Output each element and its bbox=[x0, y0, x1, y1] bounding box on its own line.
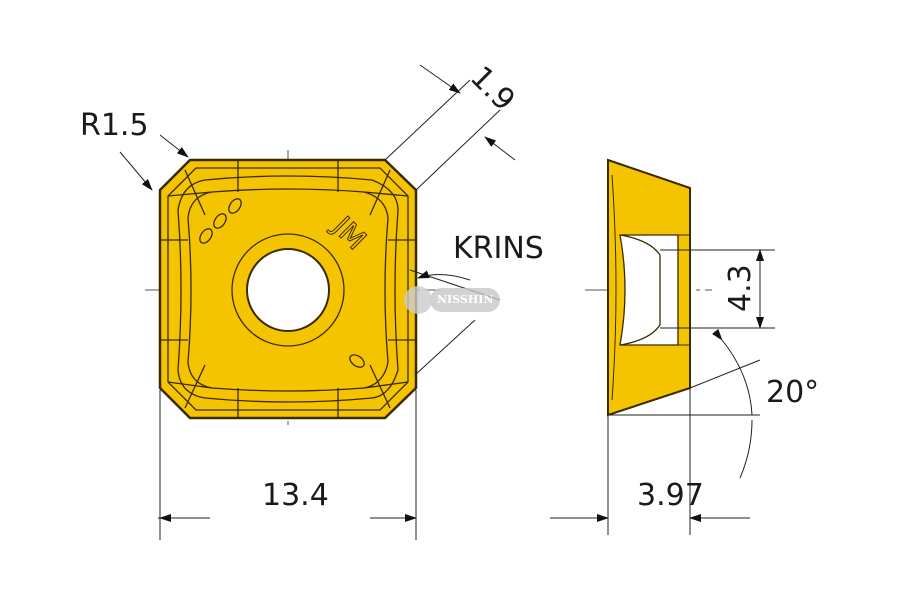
hole-label: 4.3 bbox=[723, 264, 758, 312]
insert-top-view: JM bbox=[158, 158, 418, 420]
svg-text:NISSHIN: NISSHIN bbox=[437, 293, 493, 306]
corner-radius-label: R1.5 bbox=[80, 108, 149, 143]
insert-side-view bbox=[607, 158, 691, 417]
thickness-label: 3.97 bbox=[637, 478, 704, 513]
angle-label: 20° bbox=[766, 375, 819, 410]
width-label: 13.4 bbox=[262, 478, 329, 513]
nisshin-watermark: NISSHIN bbox=[404, 286, 500, 314]
chamfer-label: 1.9 bbox=[463, 60, 521, 118]
edge-label: KRINS bbox=[453, 231, 544, 266]
dimension-lines bbox=[119, 64, 775, 540]
